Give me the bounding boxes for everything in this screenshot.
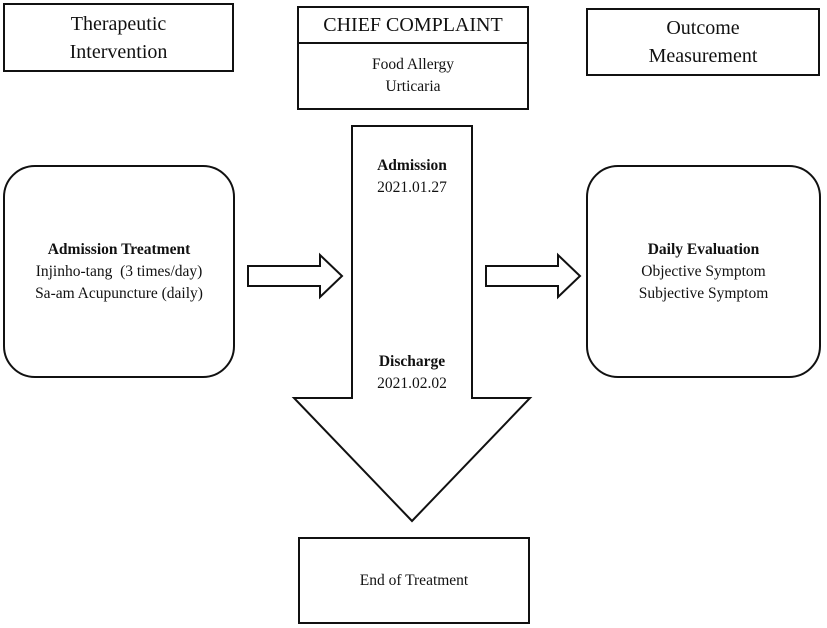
complaint-item: Urticaria <box>385 78 441 95</box>
complaint-item: Food Allergy <box>372 56 454 73</box>
chief-complaint-title-text: CHIEF COMPLAINT <box>323 14 503 36</box>
discharge-title: Discharge <box>378 353 446 370</box>
evaluation-line: Subjective Symptom <box>638 284 769 302</box>
admission-date: 2021.01.27 <box>377 179 447 196</box>
admission-label: Admission 2021.01.27 <box>352 155 472 199</box>
daily-evaluation-box: Daily Evaluation Objective Symptom Subje… <box>586 165 821 378</box>
header-right-line1: Outcome <box>666 17 740 39</box>
discharge-date: 2021.02.02 <box>377 375 447 392</box>
evaluation-line: Objective Symptom <box>641 262 766 280</box>
treatment-line: Injinho-tang (3 times/day) <box>35 262 203 280</box>
timeline-down-arrow <box>291 125 533 523</box>
admission-title: Admission <box>377 157 447 174</box>
admission-treatment-box: Admission Treatment Injinho-tang (3 time… <box>3 165 235 378</box>
treatment-line: Sa-am Acupuncture (daily) <box>35 284 203 302</box>
chief-complaint-title: CHIEF COMPLAINT <box>299 8 527 44</box>
chief-complaint-items: Food Allergy Urticaria <box>299 44 527 108</box>
daily-evaluation-title: Daily Evaluation <box>647 240 760 258</box>
evaluation-right-arrow <box>485 252 582 300</box>
intervention-right-arrow <box>247 252 344 300</box>
chief-complaint-box: CHIEF COMPLAINT Food Allergy Urticaria <box>297 6 529 110</box>
header-left-line1: Therapeutic <box>70 12 167 35</box>
end-of-treatment-box: End of Treatment <box>298 537 530 624</box>
end-of-treatment-label: End of Treatment <box>359 571 469 589</box>
header-left-line2: Intervention <box>69 40 168 63</box>
admission-treatment-title: Admission Treatment <box>47 240 191 258</box>
therapeutic-intervention-header: Therapeutic Intervention <box>3 3 234 72</box>
discharge-label: Discharge 2021.02.02 <box>352 351 472 395</box>
header-right-line2: Measurement <box>648 45 758 67</box>
outcome-measurement-header: Outcome Measurement <box>586 8 820 76</box>
